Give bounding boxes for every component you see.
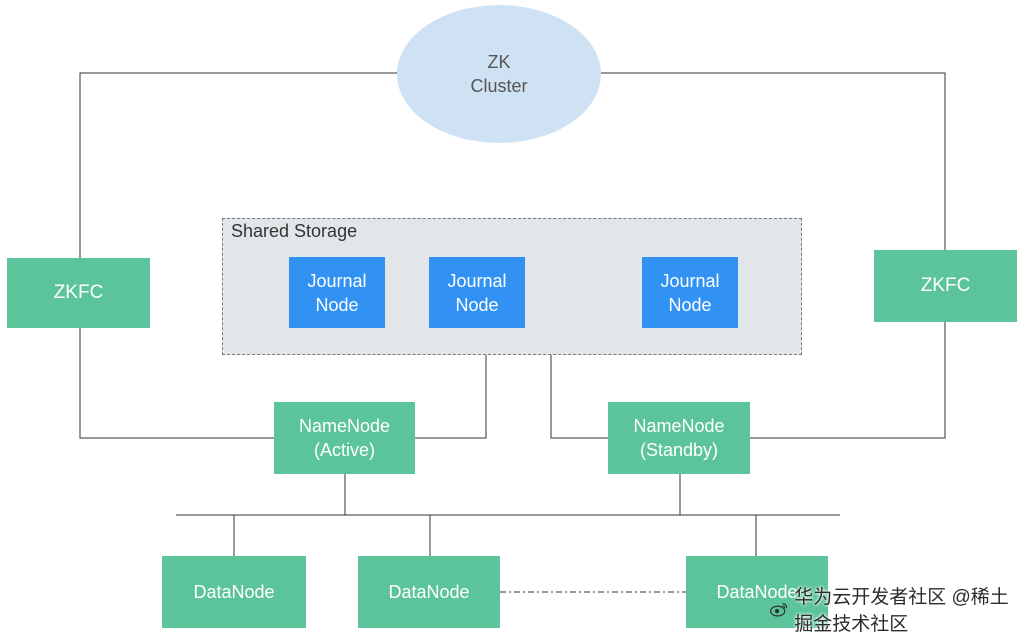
watermark-text: 华为云开发者社区 @稀土掘金技术社区 xyxy=(794,587,1009,635)
namenode-standby-line2: (Standby) xyxy=(639,440,719,460)
line-storage-to-namenode-active xyxy=(415,355,487,439)
namenode-active-line2: (Active) xyxy=(313,440,375,460)
line-zk-to-left-zkfc xyxy=(79,72,420,258)
datanode-3: DataNode xyxy=(686,556,828,628)
watermark: 华为云开发者社区 @稀土掘金技术社区 xyxy=(770,587,1024,635)
datanode-2: DataNode xyxy=(358,556,500,628)
journal-node-2-line2: Node xyxy=(455,294,499,315)
zkfc-left-box: ZKFC xyxy=(7,258,150,328)
namenode-active-box: NameNode (Active) xyxy=(274,402,415,474)
line-zk-to-right-zkfc xyxy=(600,72,946,250)
journal-node-2-line1: Journal xyxy=(447,270,507,291)
journal-node-1-line1: Journal xyxy=(307,270,367,291)
line-right-zkfc-to-namenode-standby xyxy=(750,322,946,439)
datanode-2-label: DataNode xyxy=(388,582,470,602)
zkfc-right-box: ZKFC xyxy=(874,250,1017,322)
namenode-standby-box: NameNode (Standby) xyxy=(608,402,750,474)
zkfc-left-label: ZKFC xyxy=(53,282,104,303)
journal-node-1-line2: Node xyxy=(315,294,359,315)
line-left-zkfc-to-namenode-active xyxy=(79,328,274,439)
journal-node-3-line2: Node xyxy=(668,294,712,315)
zk-cluster-label-line1: ZK xyxy=(487,52,511,72)
journal-node-3: Journal Node xyxy=(642,257,738,328)
shared-storage-title: Shared Storage xyxy=(231,221,358,241)
weibo-icon xyxy=(770,602,788,617)
datanode-1: DataNode xyxy=(162,556,306,628)
zk-cluster-ellipse: ZK Cluster xyxy=(397,5,601,143)
datanode-1-label: DataNode xyxy=(193,582,275,602)
namenode-standby-line1: NameNode xyxy=(633,416,725,436)
journal-node-3-line1: Journal xyxy=(660,270,720,291)
zkfc-right-label: ZKFC xyxy=(920,275,971,296)
namenode-active-line1: NameNode xyxy=(298,416,391,436)
journal-node-1: Journal Node xyxy=(289,257,385,328)
line-storage-to-namenode-standby xyxy=(550,355,608,439)
journal-node-2: Journal Node xyxy=(429,257,525,328)
datanode-3-label: DataNode xyxy=(716,582,798,602)
zk-cluster-label-line2: Cluster xyxy=(470,76,528,96)
